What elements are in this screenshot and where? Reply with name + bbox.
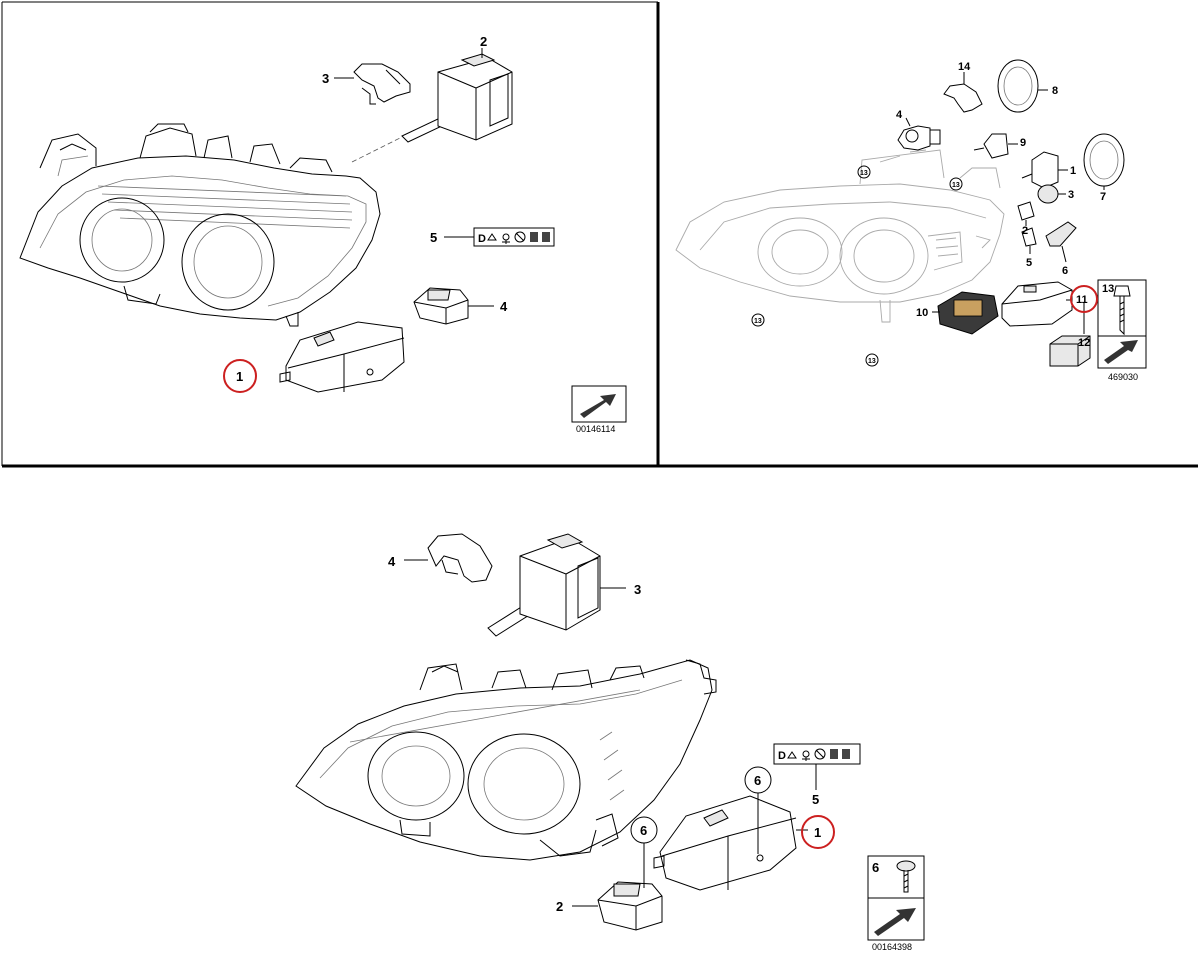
warning-label: D (473, 227, 555, 247)
label-3-tr: 3 (1068, 189, 1074, 201)
ignitor-module (413, 287, 469, 325)
label-14: 14 (958, 61, 971, 73)
drawing-number-tr: 469030 (1108, 372, 1138, 382)
ref-13-d: 13 (865, 353, 879, 367)
label-5: 5 (430, 230, 437, 245)
panel-top-right: 469030 14 4 8 9 1 3 7 2 5 6 10 11 12 13 (675, 59, 1147, 382)
ref-13-c: 13 (751, 313, 765, 327)
cover-cap-7 (1083, 133, 1125, 187)
label-1: 1 (236, 369, 243, 384)
svg-text:13: 13 (952, 182, 960, 189)
warning-label-b: D (773, 743, 861, 765)
socket-1 (1021, 151, 1059, 189)
label-13: 13 (1102, 283, 1114, 295)
svg-text:13: 13 (754, 318, 762, 325)
clip-6 (1045, 221, 1077, 247)
label-8: 8 (1052, 85, 1058, 97)
label-2-tr: 2 (1022, 225, 1028, 237)
panel-top-left: D 2 3 5 4 1 00146114 (19, 34, 627, 434)
svg-text:13: 13 (860, 170, 868, 177)
label-10: 10 (916, 307, 928, 319)
highlight-circle (223, 359, 257, 393)
label-4: 4 (500, 299, 508, 314)
label-6-screw: 6 (872, 860, 879, 875)
headlight-housing-faint (675, 149, 1005, 323)
control-unit (279, 321, 405, 393)
panel-bottom: D (295, 533, 925, 952)
bulb-9 (973, 133, 1009, 159)
ref-13-b: 13 (949, 177, 963, 191)
drawing-id-box-b: 6 00164398 (867, 855, 925, 952)
ignitor-module-b (597, 881, 663, 931)
label-7: 7 (1100, 191, 1106, 203)
warning-label-text: D (478, 233, 486, 245)
label-4-tr: 4 (896, 109, 903, 121)
bulb-2 (1017, 201, 1035, 221)
xenon-bulb-b (487, 533, 601, 637)
label-3-b: 3 (634, 582, 641, 597)
label-6-b-b: 6 (640, 823, 647, 838)
highlight-circle-b (801, 815, 835, 849)
label-12: 12 (1078, 337, 1090, 349)
bulb-clip-b (427, 533, 493, 583)
label-2-b: 2 (556, 899, 563, 914)
label-4-b: 4 (388, 554, 396, 569)
ref-13-a: 13 (857, 165, 871, 179)
label-11: 11 (1076, 294, 1088, 306)
cap-3 (1037, 184, 1059, 204)
drawing-id-box: 00146114 (571, 385, 627, 434)
headlight-housing-b (295, 659, 717, 861)
cover-cap-8 (997, 59, 1039, 113)
drawing-number-b: 00164398 (872, 942, 912, 952)
label-6-tr: 6 (1062, 265, 1068, 277)
label-5-tr: 5 (1026, 257, 1032, 269)
clip-14 (943, 83, 983, 113)
headlight-housing (19, 123, 381, 327)
panel-dividers (1, 1, 1198, 468)
label-1-tr: 1 (1070, 165, 1076, 177)
control-unit-b (653, 795, 797, 891)
xenon-bulb (401, 53, 513, 143)
ignitor-10 (937, 291, 999, 335)
control-unit-11 (1001, 281, 1073, 327)
label-6-b-a: 6 (754, 773, 761, 788)
bulb-5 (1021, 227, 1037, 247)
bulb-4 (897, 125, 941, 151)
drawing-number: 00146114 (576, 424, 615, 434)
label-9: 9 (1020, 137, 1026, 149)
label-5-b: 5 (812, 792, 819, 807)
svg-text:13: 13 (868, 358, 876, 365)
warning-label-text-b: D (778, 750, 786, 762)
highlight-circle-tr (1070, 285, 1098, 313)
label-3: 3 (322, 71, 329, 86)
box-12 (1049, 335, 1091, 367)
bulb-clip (353, 63, 411, 105)
label-2: 2 (480, 34, 487, 49)
drawing-id-box-tr: 469030 (1097, 279, 1147, 382)
label-1-b: 1 (814, 825, 821, 840)
